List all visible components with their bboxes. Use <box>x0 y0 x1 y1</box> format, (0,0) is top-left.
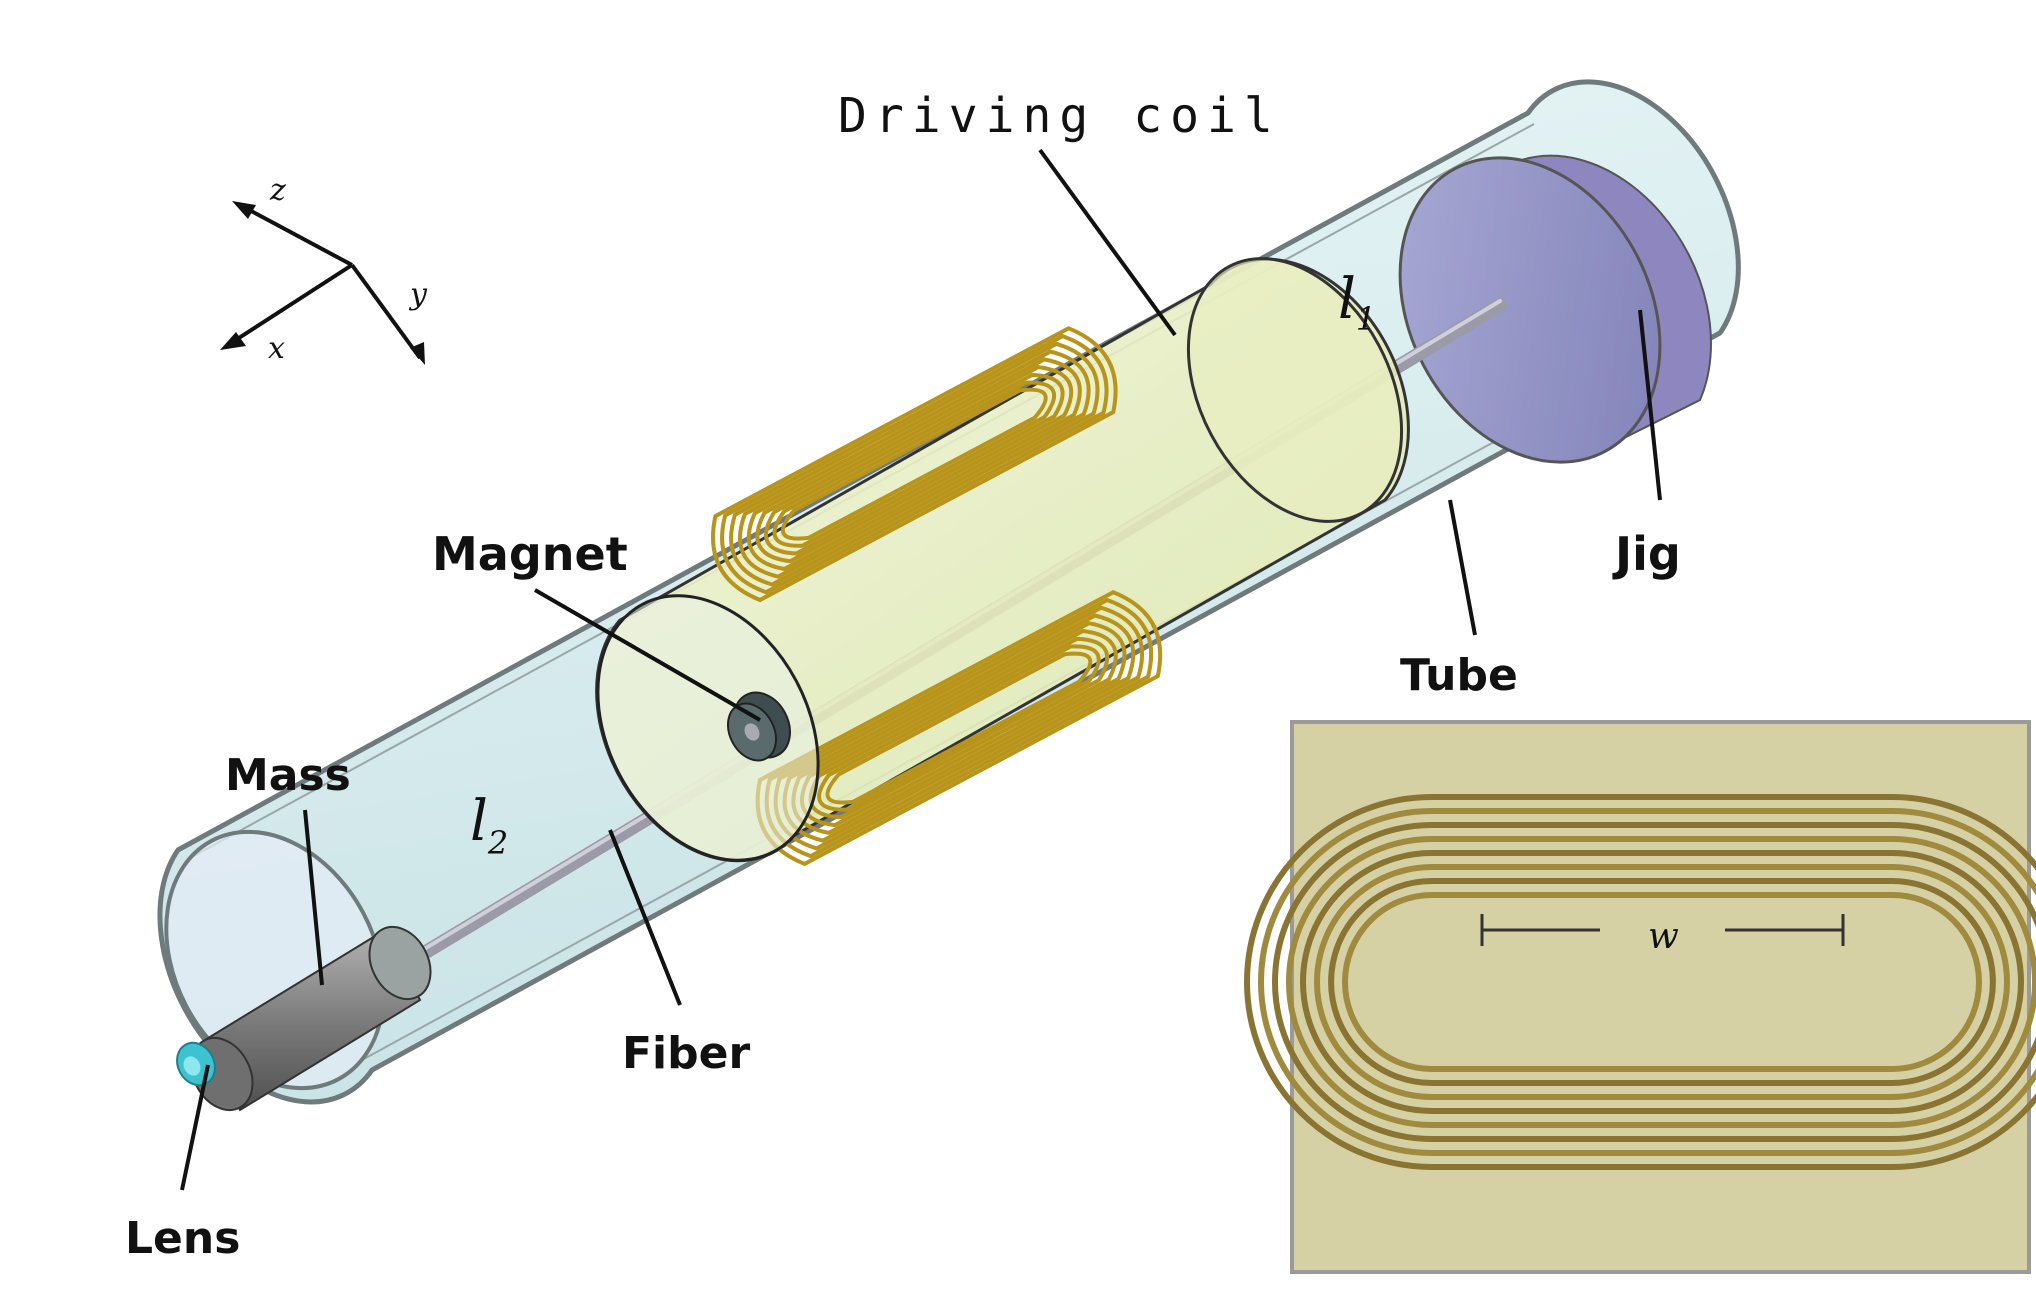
label-jig: Jig <box>1612 527 1681 581</box>
leader-jig <box>1638 309 1662 501</box>
y-axis-arrow <box>410 342 425 365</box>
jig <box>1398 154 1712 464</box>
inset-coil-turn <box>1314 864 2010 1100</box>
coil-winding-turn <box>825 651 1093 805</box>
coordinate-axes <box>226 203 422 360</box>
axis-label-x: x <box>268 331 285 366</box>
leader-mass <box>303 809 324 986</box>
coil-inset: w <box>1244 720 2036 1274</box>
coil-winding-turn <box>729 341 1100 587</box>
axis-label-z: z <box>269 173 286 208</box>
leader-fiber <box>608 829 682 1006</box>
coil-winding-turn <box>738 349 1091 579</box>
label-mass: Mass <box>225 750 351 801</box>
coil-winding-turn <box>817 644 1101 812</box>
x-axis-arrow <box>220 332 246 350</box>
inset-coil-turn <box>1328 878 1996 1086</box>
magnet <box>727 691 791 762</box>
leader-driving-coil <box>1038 148 1177 337</box>
leader-magnet <box>533 588 762 722</box>
inset-coil-track <box>1244 794 2036 1170</box>
inset-coil-center <box>1362 912 1962 1052</box>
svg-text:l2: l2 <box>470 789 508 862</box>
coil-winding-turn <box>720 333 1109 595</box>
inset-dimension <box>1480 914 1845 946</box>
label-l2: l <box>470 789 488 854</box>
label-l2-subscript: 2 <box>487 824 508 862</box>
coil-winding-turn <box>764 372 1065 556</box>
label-fiber: Fiber <box>622 1028 750 1079</box>
coil-winding-turn <box>746 357 1082 572</box>
label-l1: l <box>1338 267 1356 332</box>
leader-tube <box>1448 499 1477 636</box>
label-l1-subscript: 1 <box>1356 300 1376 338</box>
label-tube: Tube <box>1400 650 1518 701</box>
coil-winding-turn <box>755 365 1074 564</box>
inset-label-w: w <box>1648 916 1679 957</box>
coil-windings-top <box>711 326 1118 603</box>
inset-coil-turn <box>1272 822 2036 1142</box>
label-lens: Lens <box>125 1213 240 1264</box>
axis-label-y: y <box>408 277 428 312</box>
coil-winding-turn <box>781 387 1048 541</box>
inset-coil-turn <box>1258 808 2036 1156</box>
inset-coil-turn <box>1244 794 2036 1170</box>
coil-winding-turn <box>711 326 1118 603</box>
label-driving-coil: Driving coil <box>838 88 1281 144</box>
svg-text:l1: l1 <box>1338 267 1376 338</box>
inset-coil-turn <box>1300 850 2024 1114</box>
leader-lens <box>180 1064 210 1191</box>
inset-coil-turn <box>1286 836 2036 1128</box>
leader-lines <box>180 148 1662 1191</box>
z-axis-arrow <box>232 201 256 219</box>
inset-coil-turn <box>1342 892 1982 1072</box>
driving-coil <box>595 257 1410 867</box>
label-magnet: Magnet <box>432 527 628 581</box>
coil-winding-turn <box>772 380 1057 548</box>
